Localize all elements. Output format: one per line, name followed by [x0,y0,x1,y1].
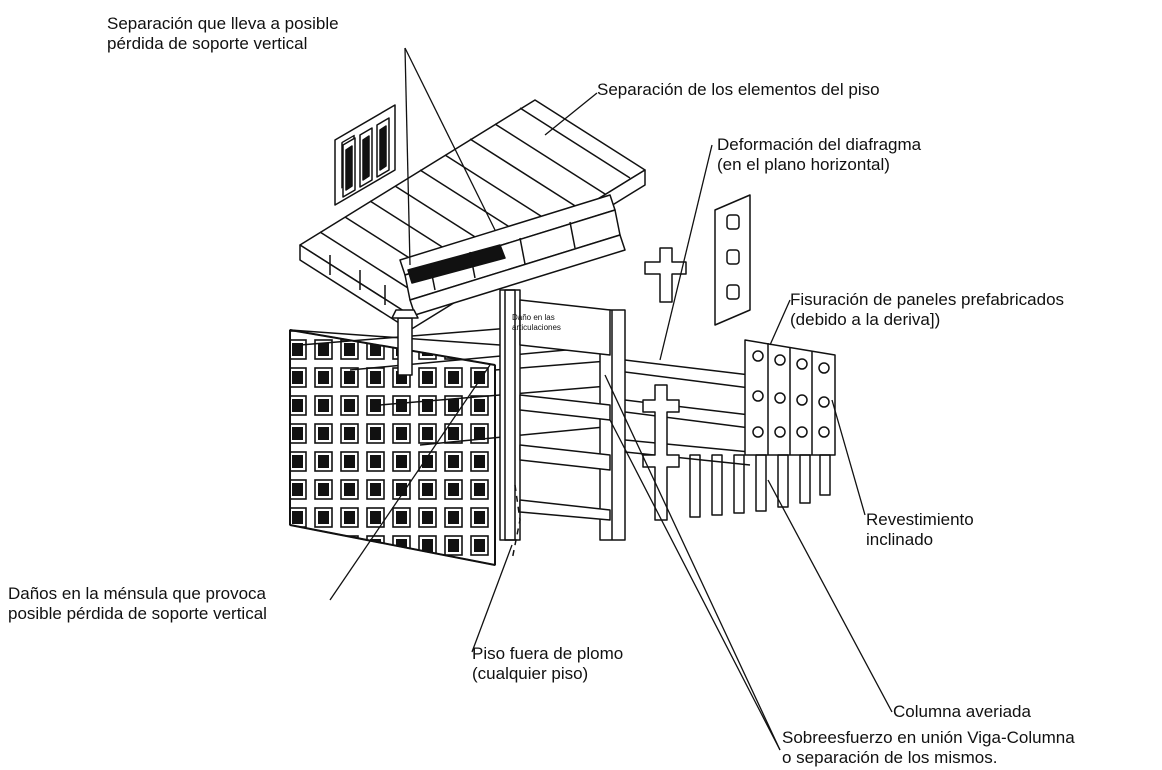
label-deformacion-diafragma: Deformación del diafragma (en el plano h… [717,135,922,174]
label-separacion-soporte-vertical: Separación que lleva a posible pérdida d… [107,14,339,53]
ground-floor-columns [689,454,831,518]
label-fisuracion-paneles: Fisuración de paneles prefabricados (deb… [790,290,1065,329]
label-revestimiento-inclinado: Revestimiento inclinado [866,510,974,549]
separated-beams [399,194,626,316]
cruciform-column-detached [644,247,687,303]
precast-cladding-panels [744,339,836,456]
label-dano-articulaciones: Daño en las articulaciones [512,313,561,332]
out-of-plumb-column [511,484,521,561]
leader-lines [329,47,893,751]
label-sobreesfuerzo-union: Sobreesfuerzo en unión Viga-Columna o se… [782,728,1075,767]
core-floors [519,359,751,521]
detached-precast-panel [714,194,751,326]
label-separacion-elementos-piso: Separación de los elementos del piso [597,80,880,99]
label-danos-mensula: Daños en la ménsula que provoca posible … [8,584,267,623]
label-piso-fuera-plomo: Piso fuera de plomo (cualquier piso) [472,644,624,683]
building-facade-left [289,319,626,566]
cruciform-column-core [642,384,680,521]
label-columna-averiada: Columna averiada [893,702,1031,721]
detached-wall-panel [334,104,396,206]
